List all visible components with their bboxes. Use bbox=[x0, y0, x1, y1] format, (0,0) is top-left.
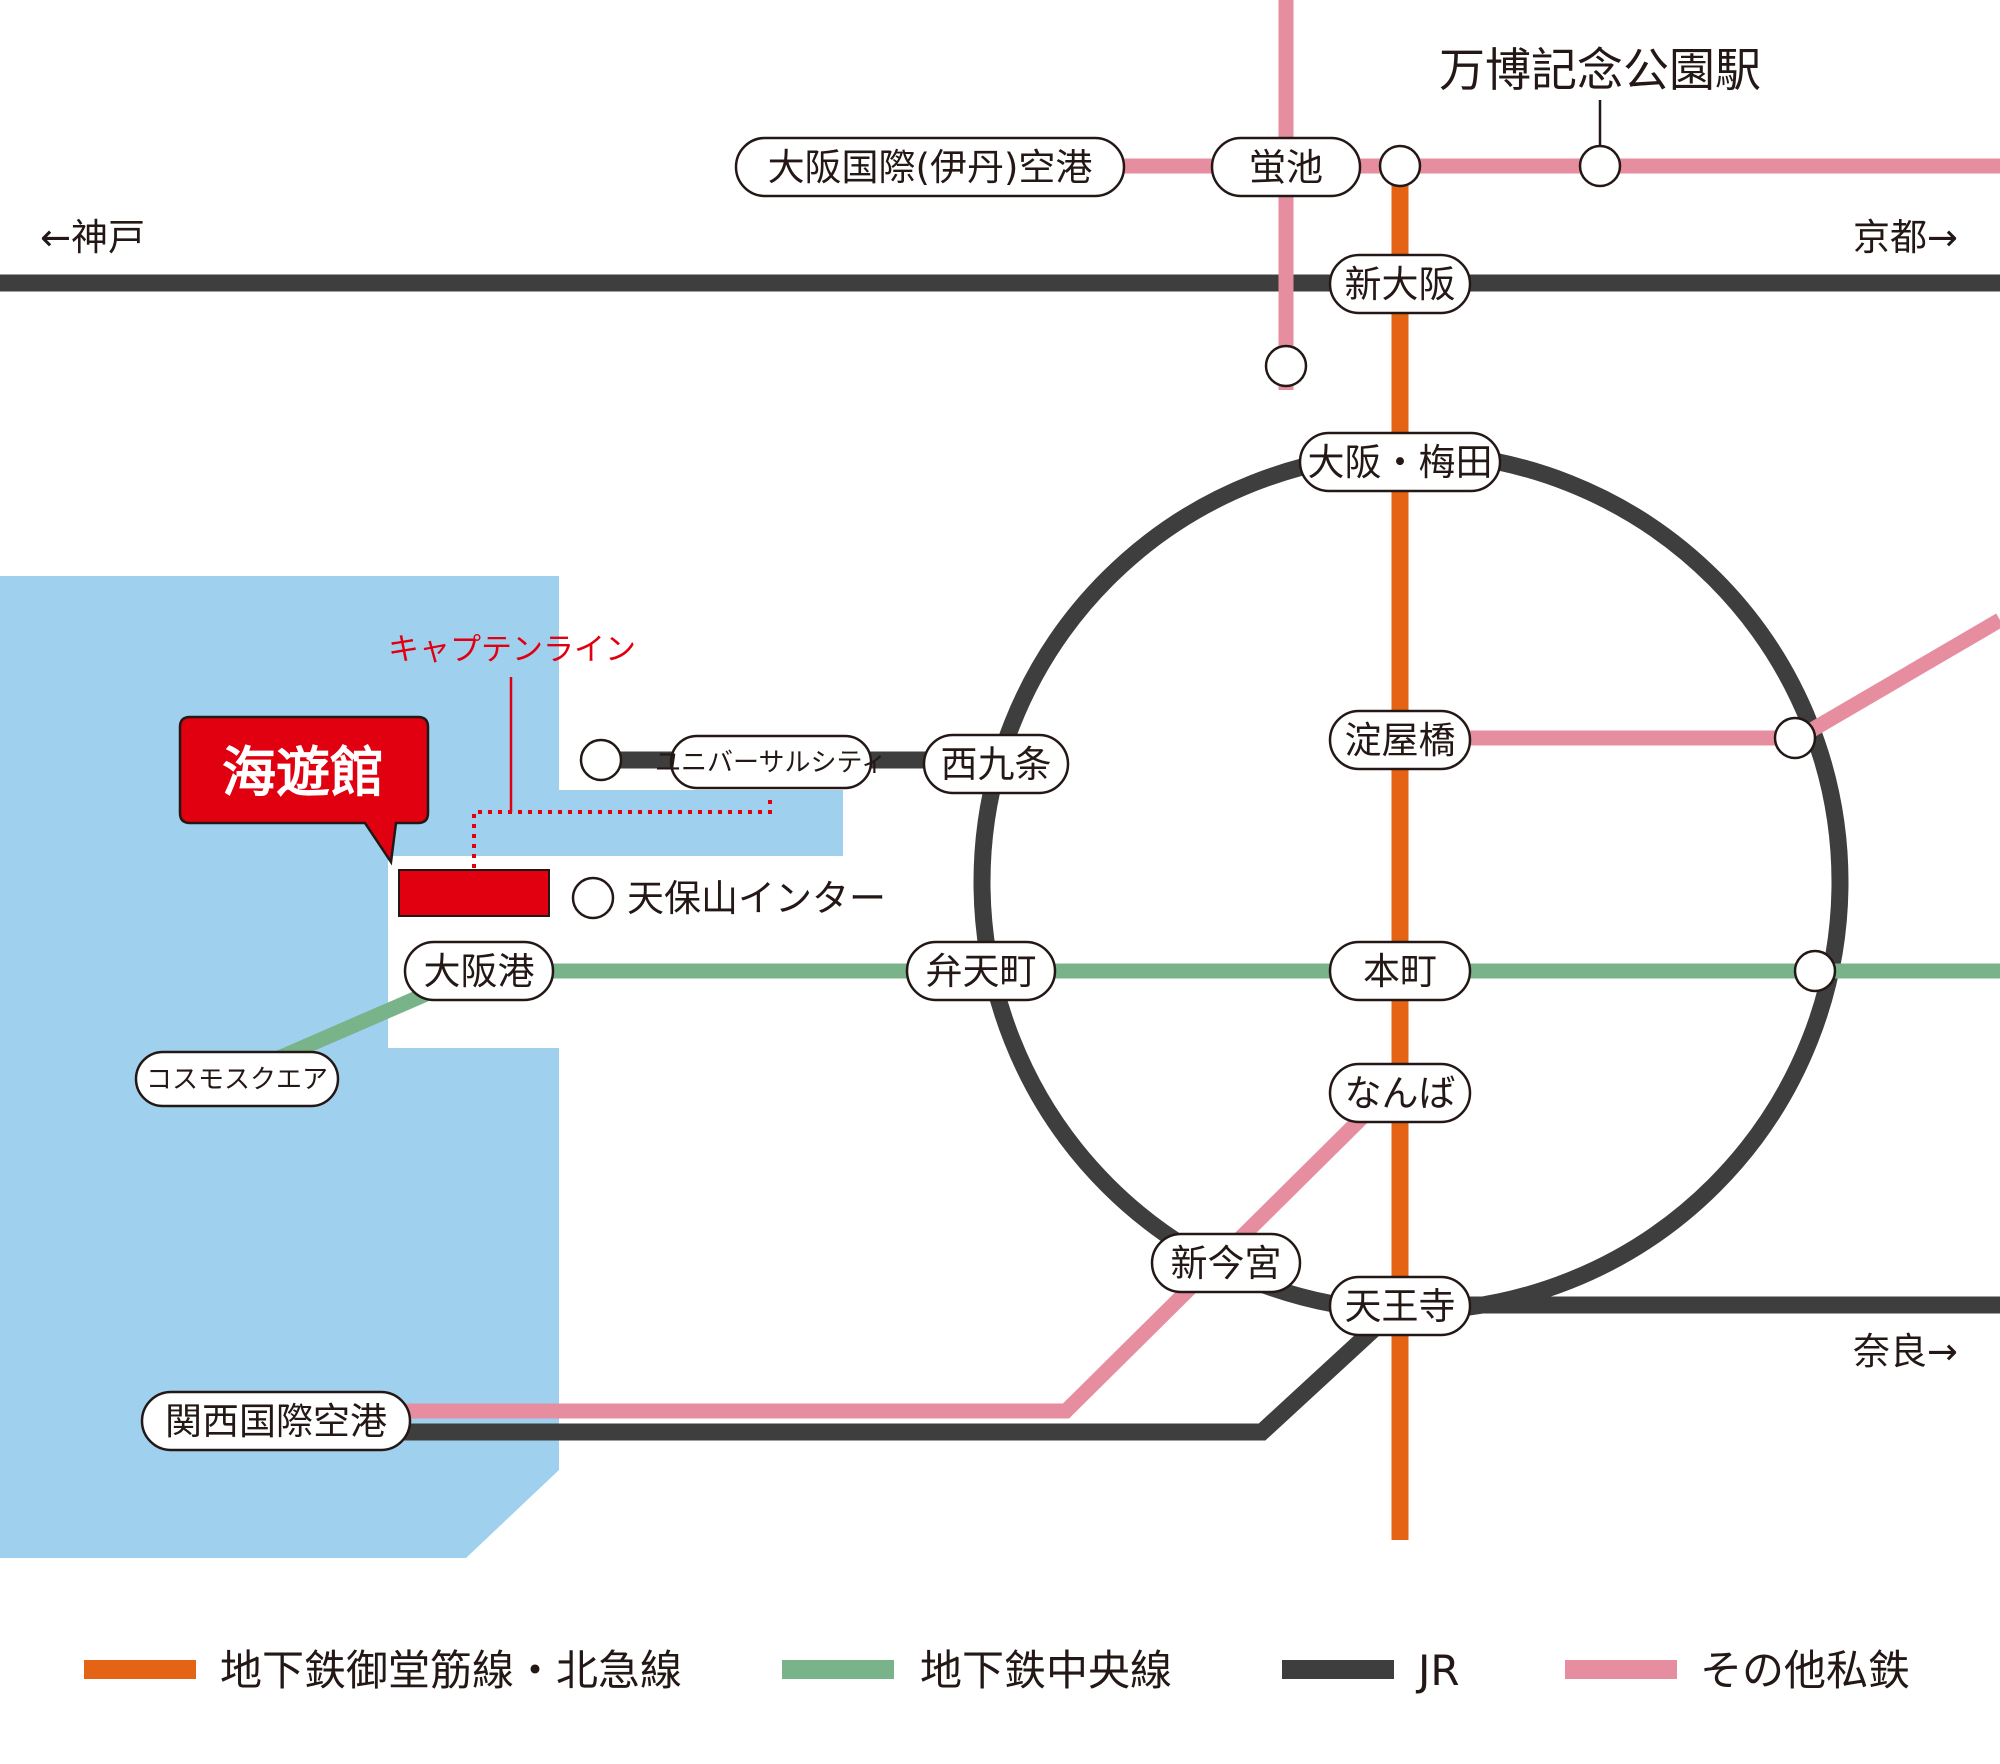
station-hotarugaike[interactable]: 蛍池 bbox=[1210, 136, 1362, 198]
direction-kyoto: 京都→ bbox=[1853, 216, 1958, 259]
station-namba[interactable]: なんば bbox=[1328, 1062, 1472, 1124]
station-osakako-pill bbox=[403, 940, 555, 1002]
station-marker-sakurajima bbox=[579, 738, 623, 782]
legend-swatch-private bbox=[1565, 1660, 1677, 1679]
aquarium-callout[interactable]: 海遊館 bbox=[178, 715, 430, 866]
station-itami[interactable]: 大阪国際(伊丹)空港 bbox=[734, 136, 1126, 198]
station-itami-label: 大阪国際(伊丹)空港 bbox=[768, 146, 1093, 189]
legend-item-private: その他私鉄 bbox=[1565, 1646, 1910, 1695]
direction-nara: 奈良→ bbox=[1853, 1330, 1958, 1373]
station-kix[interactable]: 関西国際空港 bbox=[140, 1390, 412, 1452]
station-osakako[interactable]: 大阪港 bbox=[403, 940, 555, 1002]
legend: 地下鉄御堂筋線・北急線 地下鉄中央線 JR その他私鉄 bbox=[84, 1646, 1910, 1695]
station-nishikujo-pill bbox=[922, 733, 1070, 795]
plain-station-markers bbox=[571, 144, 1837, 993]
legend-item-midosuji: 地下鉄御堂筋線・北急線 bbox=[84, 1646, 682, 1695]
legend-swatch-chuo bbox=[782, 1660, 894, 1679]
station-hommachi[interactable]: 本町 bbox=[1328, 940, 1472, 1002]
captain-line-label: キャプテンライン bbox=[388, 632, 636, 668]
station-cosmo-square-pill bbox=[134, 1050, 340, 1108]
jr-kansai-airport-line bbox=[400, 1298, 1406, 1441]
station-tennoji-label: 天王寺 bbox=[1345, 1285, 1456, 1328]
station-yodoyabashi-label: 淀屋橋 bbox=[1345, 719, 1456, 762]
legend-label-private: その他私鉄 bbox=[1700, 1646, 1910, 1695]
station-tennoji[interactable]: 天王寺 bbox=[1328, 1275, 1472, 1337]
station-shin-imamiya-pill bbox=[1150, 1232, 1302, 1294]
legend-item-chuo: 地下鉄中央線 bbox=[782, 1646, 1172, 1695]
station-hotarugaike-label: 蛍池 bbox=[1249, 146, 1323, 189]
station-yodoyabashi[interactable]: 淀屋橋 bbox=[1328, 709, 1472, 771]
station-yodoyabashi-pill bbox=[1328, 709, 1472, 771]
station-nishikujo[interactable]: 西九条 bbox=[922, 733, 1070, 795]
station-bentencho-pill bbox=[905, 940, 1057, 1002]
station-usj-pill bbox=[669, 734, 873, 790]
legend-label-chuo: 地下鉄中央線 bbox=[920, 1646, 1172, 1695]
station-nishikujo-label: 西九条 bbox=[941, 743, 1052, 786]
legend-label-midosuji: 地下鉄御堂筋線・北急線 bbox=[220, 1646, 682, 1695]
jr-osaka-loop-line bbox=[973, 444, 1849, 1320]
station-shin-imamiya-label: 新今宮 bbox=[1171, 1242, 1282, 1285]
tempozan-ic-marker bbox=[571, 876, 615, 920]
aquarium-callout-label: 海遊館 bbox=[222, 741, 384, 804]
station-cosmo-square[interactable]: コスモスクエア bbox=[134, 1050, 340, 1108]
station-kix-pill bbox=[140, 1390, 412, 1452]
private-nankai-line bbox=[400, 1074, 1406, 1419]
captain-line-path bbox=[472, 798, 772, 868]
station-expo-park-label: 万博記念公園駅 bbox=[1439, 43, 1761, 97]
station-marker-juso bbox=[1264, 344, 1308, 388]
rail-lines bbox=[0, 0, 2000, 1540]
legend-swatch-jr bbox=[1282, 1660, 1394, 1679]
station-marker-morinomiya bbox=[1793, 949, 1837, 993]
aquarium-building[interactable] bbox=[398, 869, 550, 917]
private-keihan-line-east bbox=[1794, 613, 2000, 745]
station-hotarugaike-pill bbox=[1210, 136, 1362, 198]
station-marker-kyobashi bbox=[1773, 716, 1817, 760]
station-umeda-label: 大阪・梅田 bbox=[1308, 441, 1493, 484]
station-hommachi-label: 本町 bbox=[1363, 950, 1437, 993]
direction-kobe: ←神戸 bbox=[40, 216, 145, 259]
station-hommachi-pill bbox=[1328, 940, 1472, 1002]
tempozan-ic-label: 天保山インター bbox=[627, 877, 886, 920]
station-labels: 大阪国際(伊丹)空港 蛍池 万博記念公園駅 新大阪 大阪・梅田 淀屋橋 ユニバー… bbox=[134, 43, 1761, 1452]
station-tennoji-pill bbox=[1328, 1275, 1472, 1337]
legend-item-jr: JR bbox=[1282, 1646, 1460, 1695]
station-namba-label: なんば bbox=[1345, 1072, 1456, 1115]
station-bentencho[interactable]: 弁天町 bbox=[905, 940, 1057, 1002]
legend-label-jr: JR bbox=[1415, 1646, 1460, 1695]
aquarium-callout-bubble bbox=[178, 715, 430, 866]
station-namba-pill bbox=[1328, 1062, 1472, 1124]
station-shin-osaka-label: 新大阪 bbox=[1345, 263, 1456, 306]
station-usj-label: ユニバーサルシティ bbox=[655, 748, 887, 778]
station-usj[interactable]: ユニバーサルシティ bbox=[655, 734, 887, 790]
legend-swatch-midosuji bbox=[84, 1660, 196, 1679]
station-shin-osaka[interactable]: 新大阪 bbox=[1328, 253, 1472, 315]
station-bentencho-label: 弁天町 bbox=[926, 950, 1037, 993]
station-cosmo-square-label: コスモスクエア bbox=[146, 1065, 328, 1095]
station-shin-osaka-pill bbox=[1328, 253, 1472, 315]
station-umeda[interactable]: 大阪・梅田 bbox=[1298, 431, 1502, 493]
station-shin-imamiya[interactable]: 新今宮 bbox=[1150, 1232, 1302, 1294]
station-osakako-label: 大阪港 bbox=[424, 950, 535, 993]
station-marker-monorail bbox=[1378, 144, 1422, 188]
captain-line-route bbox=[472, 677, 772, 868]
station-itami-pill bbox=[734, 136, 1126, 198]
station-kix-label: 関西国際空港 bbox=[165, 1400, 387, 1443]
station-umeda-pill bbox=[1298, 431, 1502, 493]
station-marker-expo bbox=[1578, 144, 1622, 188]
